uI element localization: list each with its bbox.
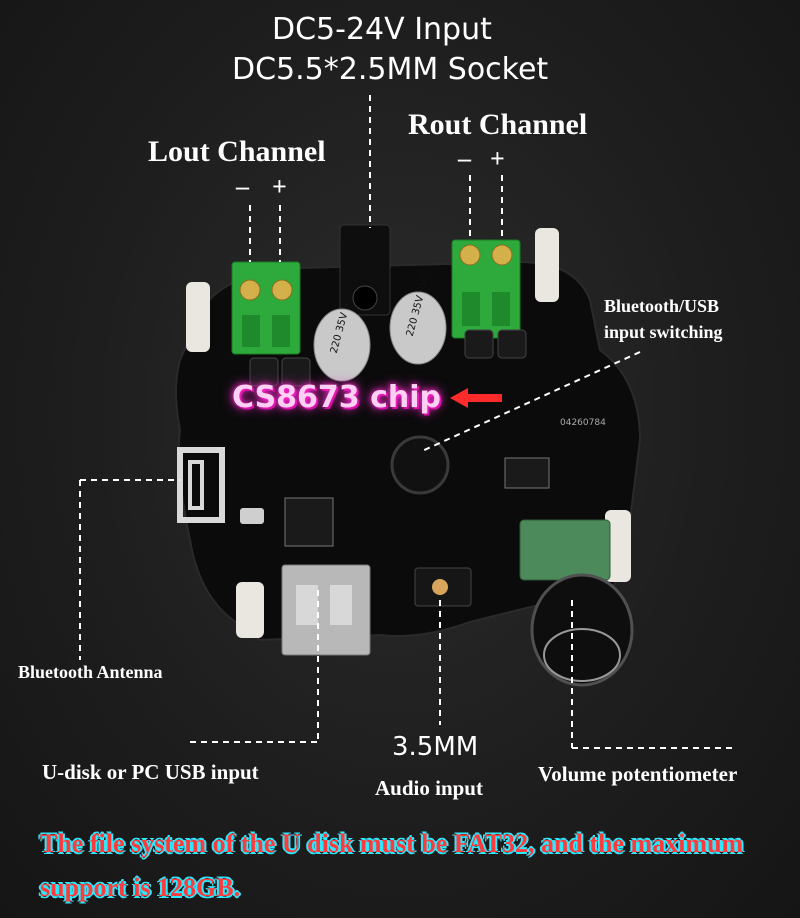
inductor-3: [464, 329, 494, 359]
rout-minus-label: –: [458, 144, 471, 173]
switch-button: [390, 435, 450, 495]
switch-label-line1: Bluetooth/USB: [604, 296, 720, 316]
power-label-line1: DC5-24V Input: [272, 12, 492, 47]
chip-arrow: [450, 388, 502, 408]
standoff-right-bottom: [605, 510, 631, 582]
lout-minus-label: –: [236, 172, 249, 201]
standoff-left-bottom: [236, 582, 264, 638]
leader-lines: [79, 95, 735, 749]
switch-label-line2: input switching: [604, 322, 723, 342]
volume-label: Volume potentiometer: [538, 762, 738, 786]
usb-input-label: U-disk or PC USB input: [42, 760, 259, 784]
audio-label-line2: Audio input: [375, 776, 483, 800]
fat32-notice: The file system of the U disk must be FA…: [40, 829, 744, 902]
standoff-left-top: [186, 282, 210, 352]
inductor-1: [249, 357, 279, 387]
amp-ic: [504, 457, 550, 489]
lout-plus-label: +: [272, 172, 287, 201]
chip-label: CS8673 chip: [232, 380, 442, 415]
audio-label-line1: 3.5MM: [392, 732, 479, 762]
standoff-right-top: [535, 228, 559, 302]
capacitor-1: [313, 308, 371, 382]
power-label-line2: DC5.5*2.5MM Socket: [232, 52, 549, 87]
inductor-2: [281, 357, 311, 387]
rout-channel-label: Rout Channel: [408, 108, 588, 141]
inductor-4: [497, 329, 527, 359]
board-id-print: 04260784: [560, 418, 606, 428]
usb-port: [281, 564, 371, 656]
dc-socket: [339, 224, 391, 316]
rout-plus-label: +: [490, 144, 505, 173]
bt-antenna: [177, 447, 225, 523]
antenna-label: Bluetooth Antenna: [18, 662, 163, 682]
cs8673-ic: [284, 497, 334, 547]
capacitor-2: [389, 291, 447, 365]
pot-body: [519, 519, 611, 581]
lout-channel-label: Lout Channel: [148, 135, 326, 168]
